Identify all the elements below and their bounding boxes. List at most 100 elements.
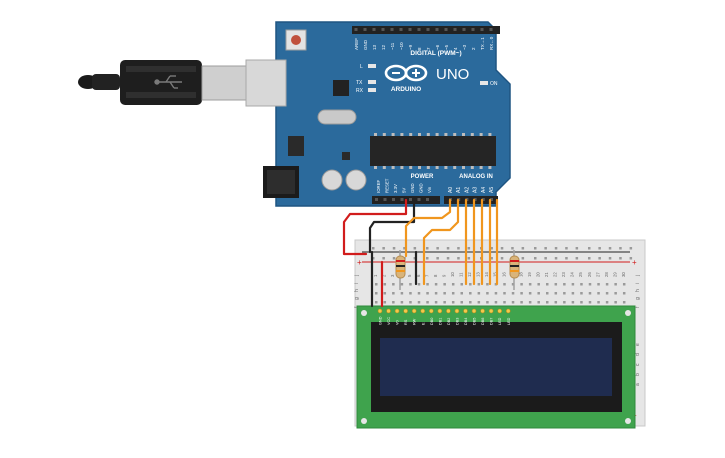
breadboard-hole[interactable] — [614, 292, 617, 295]
lcd-pin[interactable] — [386, 308, 391, 314]
breadboard-hole[interactable] — [588, 283, 592, 286]
breadboard-hole[interactable] — [528, 301, 532, 304]
wire-5v-to-rail[interactable] — [342, 198, 408, 256]
lcd-pin[interactable] — [488, 308, 494, 314]
breadboard-hole[interactable] — [409, 301, 412, 304]
breadboard-hole[interactable] — [426, 301, 429, 304]
breadboard-hole[interactable] — [469, 301, 472, 304]
breadboard-hole[interactable] — [451, 301, 455, 304]
breadboard-hole[interactable] — [383, 301, 387, 304]
breadboard-hole[interactable] — [477, 283, 481, 286]
rail-hole[interactable] — [426, 257, 429, 260]
rail-hole[interactable] — [457, 247, 460, 250]
breadboard-hole[interactable] — [486, 283, 489, 286]
breadboard-hole[interactable] — [443, 283, 446, 286]
breadboard-hole[interactable] — [392, 292, 395, 295]
breadboard-hole[interactable] — [528, 292, 532, 295]
lcd-pin[interactable] — [420, 308, 426, 314]
digital-pin-hole[interactable] — [399, 28, 403, 31]
breadboard-hole[interactable] — [537, 301, 540, 304]
digital-pin-hole[interactable] — [462, 28, 466, 31]
rail-hole[interactable] — [426, 247, 429, 250]
breadboard-hole[interactable] — [588, 301, 592, 304]
rail-hole[interactable] — [565, 257, 568, 260]
rail-hole[interactable] — [598, 247, 601, 250]
breadboard-hole[interactable] — [443, 292, 446, 295]
rail-hole[interactable] — [544, 257, 547, 260]
breadboard-hole[interactable] — [528, 283, 532, 286]
lcd-pin[interactable] — [403, 308, 408, 314]
lcd-pin[interactable] — [454, 308, 460, 314]
digital-pin-hole[interactable] — [363, 28, 367, 31]
rail-hole[interactable] — [608, 247, 612, 250]
breadboard-hole[interactable] — [554, 283, 558, 286]
breadboard-hole[interactable] — [469, 292, 472, 295]
breadboard-hole[interactable] — [580, 292, 583, 295]
rail-hole[interactable] — [382, 247, 385, 250]
lcd-pin[interactable] — [505, 308, 511, 314]
digital-pin-hole[interactable] — [471, 28, 475, 31]
breadboard-hole[interactable] — [503, 283, 506, 286]
breadboard-hole[interactable] — [460, 301, 464, 304]
wire-a1[interactable] — [422, 198, 460, 286]
breadboard-hole[interactable] — [417, 283, 421, 286]
analog-pin-hole[interactable] — [473, 198, 477, 201]
breadboard-hole[interactable] — [434, 301, 438, 304]
digital-pin-hole[interactable] — [372, 28, 376, 31]
analog-pin-hole[interactable] — [481, 198, 485, 201]
lcd-pin[interactable] — [437, 308, 443, 314]
breadboard-hole[interactable] — [546, 283, 549, 286]
rail-hole[interactable] — [554, 257, 558, 260]
rail-hole[interactable] — [413, 247, 417, 250]
rail-hole[interactable] — [490, 247, 493, 250]
power-pin-hole[interactable] — [417, 198, 421, 201]
power-pin-hole[interactable] — [383, 198, 387, 201]
rail-hole[interactable] — [608, 257, 612, 260]
rail-hole[interactable] — [534, 247, 537, 250]
rail-hole[interactable] — [588, 247, 591, 250]
breadboard-hole[interactable] — [426, 292, 429, 295]
breadboard-hole[interactable] — [520, 292, 523, 295]
lcd-pin[interactable] — [471, 308, 477, 314]
breadboard-hole[interactable] — [554, 301, 558, 304]
usb-cable[interactable] — [78, 60, 249, 105]
breadboard-hole[interactable] — [503, 292, 506, 295]
breadboard-hole[interactable] — [375, 292, 378, 295]
breadboard-hole[interactable] — [451, 292, 455, 295]
breadboard-hole[interactable] — [477, 292, 481, 295]
breadboard-hole[interactable] — [563, 301, 566, 304]
rail-hole[interactable] — [446, 247, 450, 250]
digital-pin-hole[interactable] — [480, 28, 484, 31]
rail-hole[interactable] — [382, 257, 385, 260]
lcd-pin[interactable] — [497, 308, 503, 314]
rail-hole[interactable] — [619, 257, 622, 260]
rail-hole[interactable] — [544, 247, 547, 250]
breadboard-hole[interactable] — [503, 301, 506, 304]
breadboard-hole[interactable] — [392, 283, 395, 286]
breadboard-hole[interactable] — [605, 301, 609, 304]
breadboard-hole[interactable] — [400, 283, 404, 286]
rail-hole[interactable] — [467, 257, 471, 260]
rail-hole[interactable] — [490, 257, 493, 260]
breadboard-hole[interactable] — [554, 292, 558, 295]
rail-hole[interactable] — [521, 247, 525, 250]
rail-hole[interactable] — [457, 257, 460, 260]
rail-hole[interactable] — [403, 247, 406, 250]
breadboard-hole[interactable] — [563, 283, 566, 286]
power-pin-hole[interactable] — [392, 198, 395, 201]
breadboard-hole[interactable] — [571, 301, 575, 304]
breadboard-hole[interactable] — [486, 292, 489, 295]
breadboard-hole[interactable] — [486, 301, 489, 304]
lcd-pin[interactable] — [411, 308, 417, 314]
breadboard-hole[interactable] — [494, 301, 498, 304]
rail-hole[interactable] — [436, 247, 439, 250]
breadboard-hole[interactable] — [571, 292, 575, 295]
rail-hole[interactable] — [565, 247, 568, 250]
rail-hole[interactable] — [467, 247, 471, 250]
breadboard-hole[interactable] — [400, 292, 404, 295]
power-pin-hole[interactable] — [409, 198, 412, 201]
rail-hole[interactable] — [372, 247, 375, 250]
lcd-pin[interactable] — [463, 308, 468, 314]
rail-hole[interactable] — [619, 247, 622, 250]
